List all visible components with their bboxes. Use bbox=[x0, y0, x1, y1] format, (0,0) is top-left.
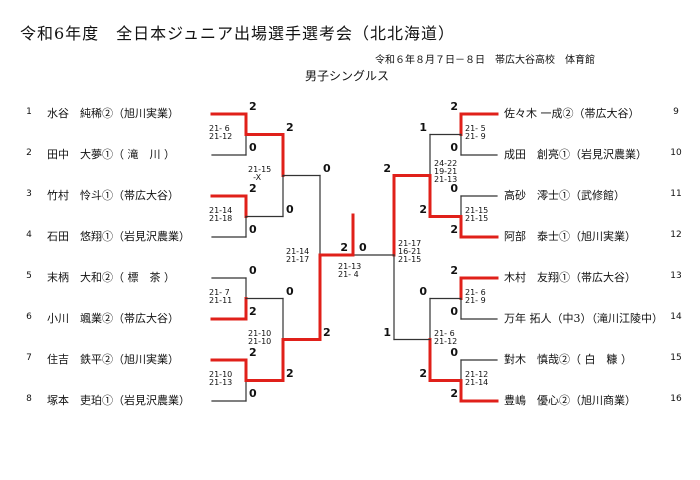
game-scores: 21- 6 21-12 bbox=[209, 124, 233, 141]
player-name: 末柄 大和②（ 標 茶 ） bbox=[47, 271, 175, 284]
match-score: 0 bbox=[450, 141, 458, 154]
game-scores: 21-10 21-13 bbox=[209, 370, 233, 387]
game-scores: 21-15 -X bbox=[248, 165, 272, 182]
match-score: 2 bbox=[450, 100, 458, 113]
match-score: 0 bbox=[286, 284, 294, 298]
player-name: 木村 友翔①（帯広大谷） bbox=[504, 271, 636, 284]
seed-number: 4 bbox=[26, 230, 32, 240]
player-name: 對木 慎哉②（ 白 糠 ） bbox=[504, 353, 632, 366]
match-score: 2 bbox=[340, 241, 348, 254]
match-score: 2 bbox=[450, 264, 458, 277]
event-date-venue: 令和６年８月７日－８日 帯広大谷高校 体育館 bbox=[375, 55, 595, 66]
player-name: 高砂 澪士①（武修館） bbox=[504, 189, 625, 202]
game-scores: 21- 6 21- 9 bbox=[465, 288, 486, 305]
game-scores: 21-13 21- 4 bbox=[338, 262, 362, 279]
match-score: 2 bbox=[383, 161, 391, 175]
match-score: 2 bbox=[249, 346, 257, 359]
match-score: 2 bbox=[249, 100, 257, 113]
seed-number: 15 bbox=[670, 353, 682, 363]
seed-number: 12 bbox=[670, 230, 682, 240]
player-name: 水谷 純稀②（旭川実業） bbox=[47, 107, 179, 120]
match-score: 0 bbox=[450, 305, 458, 318]
player-name: 阿部 泰士①（旭川実業） bbox=[504, 230, 636, 243]
seed-number: 11 bbox=[670, 189, 682, 199]
seed-number: 3 bbox=[26, 189, 32, 199]
match-score: 1 bbox=[383, 325, 391, 339]
player-name: 石田 悠翔①（岩見沢農業） bbox=[47, 230, 190, 243]
player-name: 竹村 怜斗①（帯広大谷） bbox=[47, 189, 179, 202]
match-score: 0 bbox=[286, 202, 294, 216]
seed-number: 8 bbox=[26, 394, 32, 404]
page-title: 令和6年度 全日本ジュニア出場選手選考会（北北海道） bbox=[20, 24, 456, 43]
match-score: 0 bbox=[450, 182, 458, 195]
match-score: 2 bbox=[323, 325, 331, 339]
event-category: 男子シングルス bbox=[305, 69, 390, 83]
player-name: 住吉 鉄平②（旭川実業） bbox=[47, 353, 179, 366]
player-name: 田中 大夢①（ 滝 川 ） bbox=[47, 148, 175, 161]
match-score: 0 bbox=[249, 387, 257, 400]
match-score: 2 bbox=[419, 366, 427, 380]
seed-number: 13 bbox=[670, 271, 682, 281]
game-scores: 21-14 21-18 bbox=[209, 206, 233, 223]
game-scores: 21-17 16-21 21-15 bbox=[398, 239, 422, 264]
seed-number: 1 bbox=[26, 107, 32, 117]
match-score: 2 bbox=[286, 366, 294, 380]
seed-number: 10 bbox=[670, 148, 682, 158]
player-name: 成田 創亮①（岩見沢農業） bbox=[504, 148, 647, 161]
match-score: 0 bbox=[249, 264, 257, 277]
seed-number: 9 bbox=[673, 107, 679, 117]
game-scores: 21-14 21-17 bbox=[286, 247, 310, 264]
game-scores: 21- 7 21-11 bbox=[209, 288, 233, 305]
match-score: 2 bbox=[249, 305, 257, 318]
seed-number: 6 bbox=[26, 312, 32, 322]
game-scores: 24-22 19-21 21-13 bbox=[434, 159, 458, 184]
match-score: 1 bbox=[419, 120, 427, 134]
game-scores: 21- 5 21- 9 bbox=[465, 124, 486, 141]
match-score: 2 bbox=[450, 387, 458, 400]
player-name: 豊嶋 優心②（旭川商業） bbox=[504, 394, 636, 407]
match-score: 0 bbox=[249, 141, 257, 154]
seed-number: 2 bbox=[26, 148, 32, 158]
seed-number: 16 bbox=[670, 394, 682, 404]
player-name: 万年 拓人（中3）（滝川江陵中） bbox=[504, 312, 663, 325]
match-score: 0 bbox=[323, 161, 331, 175]
seed-number: 14 bbox=[670, 312, 682, 322]
player-name: 塚本 吏珀①（岩見沢農業） bbox=[47, 394, 190, 407]
match-score: 2 bbox=[450, 223, 458, 236]
game-scores: 21- 6 21-12 bbox=[434, 329, 458, 346]
game-scores: 21-15 21-15 bbox=[465, 206, 489, 223]
seed-number: 7 bbox=[26, 353, 32, 363]
game-scores: 21-12 21-14 bbox=[465, 370, 489, 387]
match-score: 2 bbox=[286, 120, 294, 134]
match-score: 0 bbox=[419, 284, 427, 298]
match-score: 2 bbox=[419, 202, 427, 216]
player-name: 佐々木 一成②（帯広大谷） bbox=[504, 107, 640, 120]
match-score: 0 bbox=[450, 346, 458, 359]
match-score: 0 bbox=[249, 223, 257, 236]
game-scores: 21-10 21-10 bbox=[248, 329, 272, 346]
match-score: 2 bbox=[249, 182, 257, 195]
player-name: 小川 颯業②（帯広大谷） bbox=[47, 312, 179, 325]
seed-number: 5 bbox=[26, 271, 32, 281]
match-score: 0 bbox=[359, 241, 367, 254]
